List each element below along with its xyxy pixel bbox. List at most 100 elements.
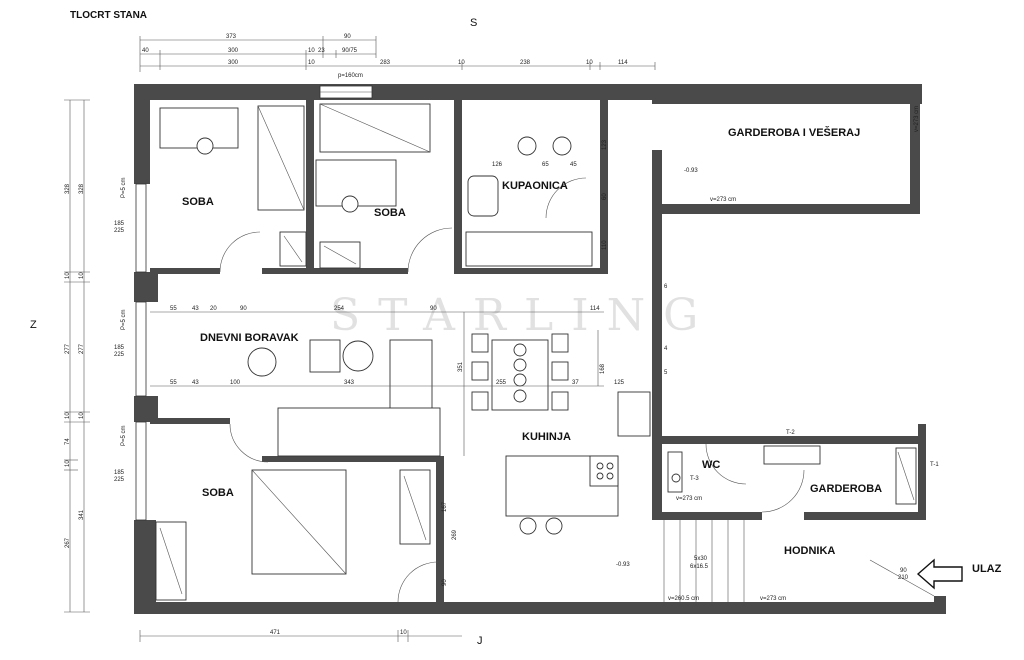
svg-text:168: 168	[600, 363, 606, 374]
svg-text:100: 100	[230, 380, 241, 386]
svg-text:90: 90	[430, 306, 437, 312]
left-windows	[135, 183, 147, 521]
interior-dimension-texts: 55 43 20 90 254 90 114 55 43 100 343 255…	[170, 106, 939, 602]
svg-text:210: 210	[898, 575, 909, 581]
room-label-soba-top-mid: SOBA	[374, 207, 406, 219]
watermark: STARLING	[330, 290, 716, 341]
svg-text:90: 90	[240, 306, 247, 312]
room-label-soba-top-left: SOBA	[182, 196, 214, 208]
svg-text:343: 343	[344, 380, 355, 386]
svg-text:10: 10	[308, 60, 315, 66]
svg-text:65: 65	[542, 162, 549, 168]
svg-text:T-2: T-2	[786, 430, 795, 436]
svg-text:90: 90	[344, 34, 351, 40]
svg-text:5x30: 5x30	[694, 556, 708, 562]
svg-text:267: 267	[65, 537, 71, 548]
svg-text:125: 125	[614, 380, 625, 386]
svg-text:P=5 cm: P=5 cm	[121, 177, 127, 198]
room-label-garderoba: GARDEROBA	[810, 483, 882, 495]
svg-text:225: 225	[114, 477, 125, 483]
svg-text:55: 55	[170, 306, 177, 312]
svg-text:114: 114	[590, 306, 600, 312]
top-dimension-lines	[139, 36, 656, 72]
svg-text:43: 43	[192, 306, 199, 312]
svg-text:10: 10	[586, 60, 593, 66]
svg-text:90: 90	[900, 568, 907, 574]
door-swings	[219, 177, 935, 603]
room-label-kuhinja: KUHINJA	[522, 431, 571, 443]
svg-text:225: 225	[114, 352, 125, 358]
svg-text:90: 90	[442, 579, 448, 586]
svg-text:328: 328	[79, 183, 85, 194]
compass-north: S	[470, 17, 477, 29]
svg-text:277: 277	[79, 343, 85, 354]
left-dimension-lines	[64, 99, 90, 613]
svg-text:v=273 cm: v=273 cm	[914, 106, 920, 132]
room-label-kupaonica: KUPAONICA	[502, 180, 568, 192]
top-dimension-texts: 373 90 40 300 10 23 90/75 300 10 283 10 …	[142, 34, 628, 79]
room-label-dnevni-boravak: DNEVNI BORAVAK	[200, 332, 299, 344]
interior-dimension-lines	[150, 311, 604, 456]
room-label-garderoba-veseraj: GARDEROBA I VEŠERAJ	[728, 126, 860, 139]
svg-text:40: 40	[142, 48, 149, 54]
svg-text:-0.93: -0.93	[616, 562, 630, 568]
walls	[134, 84, 946, 614]
svg-text:110: 110	[602, 240, 608, 250]
bottom-dimension: 471 10	[139, 630, 462, 642]
top-window	[319, 85, 373, 99]
room-label-soba-bottom: SOBA	[202, 487, 234, 499]
svg-text:20: 20	[210, 306, 217, 312]
svg-text:v=260.5 cm: v=260.5 cm	[668, 596, 699, 602]
svg-text:5: 5	[664, 370, 668, 376]
svg-text:6x16.5: 6x16.5	[690, 564, 709, 570]
compass-west: Z	[30, 319, 37, 331]
svg-text:90/75: 90/75	[342, 48, 358, 54]
room-label-hodnika: HODNIKA	[784, 545, 835, 557]
svg-text:55: 55	[170, 380, 177, 386]
svg-text:v=273 cm: v=273 cm	[710, 197, 736, 203]
svg-text:269: 269	[452, 529, 458, 540]
svg-text:v=273 cm: v=273 cm	[676, 496, 702, 502]
svg-text:p=160cm: p=160cm	[338, 73, 363, 79]
svg-text:341: 341	[79, 509, 85, 520]
svg-text:T-1: T-1	[930, 462, 939, 468]
svg-text:225: 225	[114, 228, 125, 234]
svg-text:328: 328	[65, 183, 71, 194]
svg-text:114: 114	[618, 60, 628, 66]
svg-text:v=273 cm: v=273 cm	[760, 596, 786, 602]
svg-text:10: 10	[65, 272, 71, 279]
entrance-arrow-icon	[916, 558, 963, 590]
svg-text:126: 126	[492, 162, 503, 168]
svg-text:277: 277	[65, 343, 71, 354]
svg-text:10: 10	[79, 272, 85, 279]
svg-text:45: 45	[570, 162, 577, 168]
svg-text:4: 4	[664, 346, 668, 352]
svg-text:300: 300	[228, 48, 239, 54]
svg-text:351: 351	[458, 361, 464, 372]
svg-text:185: 185	[114, 470, 125, 476]
svg-text:P=5 cm: P=5 cm	[121, 425, 127, 446]
svg-text:185: 185	[114, 221, 125, 227]
svg-text:167: 167	[442, 501, 448, 512]
furniture	[155, 103, 917, 602]
svg-text:254: 254	[334, 306, 345, 312]
svg-text:10: 10	[79, 412, 85, 419]
svg-text:10: 10	[65, 460, 71, 467]
svg-text:10: 10	[400, 630, 407, 636]
svg-text:T-3: T-3	[690, 476, 699, 482]
svg-text:373: 373	[226, 34, 237, 40]
plan-title: TLOCRT STANA	[70, 10, 147, 21]
svg-text:10: 10	[65, 412, 71, 419]
svg-text:300: 300	[228, 60, 239, 66]
svg-text:74: 74	[65, 438, 71, 445]
svg-text:P=5 cm: P=5 cm	[121, 309, 127, 330]
svg-text:238: 238	[520, 60, 531, 66]
svg-text:37: 37	[572, 380, 579, 386]
svg-text:10: 10	[458, 60, 465, 66]
left-dimension-texts: 328 10 277 10 74 10 267 328 10 277 10 34…	[65, 177, 127, 548]
svg-text:60: 60	[602, 193, 608, 200]
svg-text:471: 471	[270, 630, 281, 636]
svg-text:6: 6	[664, 284, 668, 290]
compass-south: J	[477, 635, 483, 647]
